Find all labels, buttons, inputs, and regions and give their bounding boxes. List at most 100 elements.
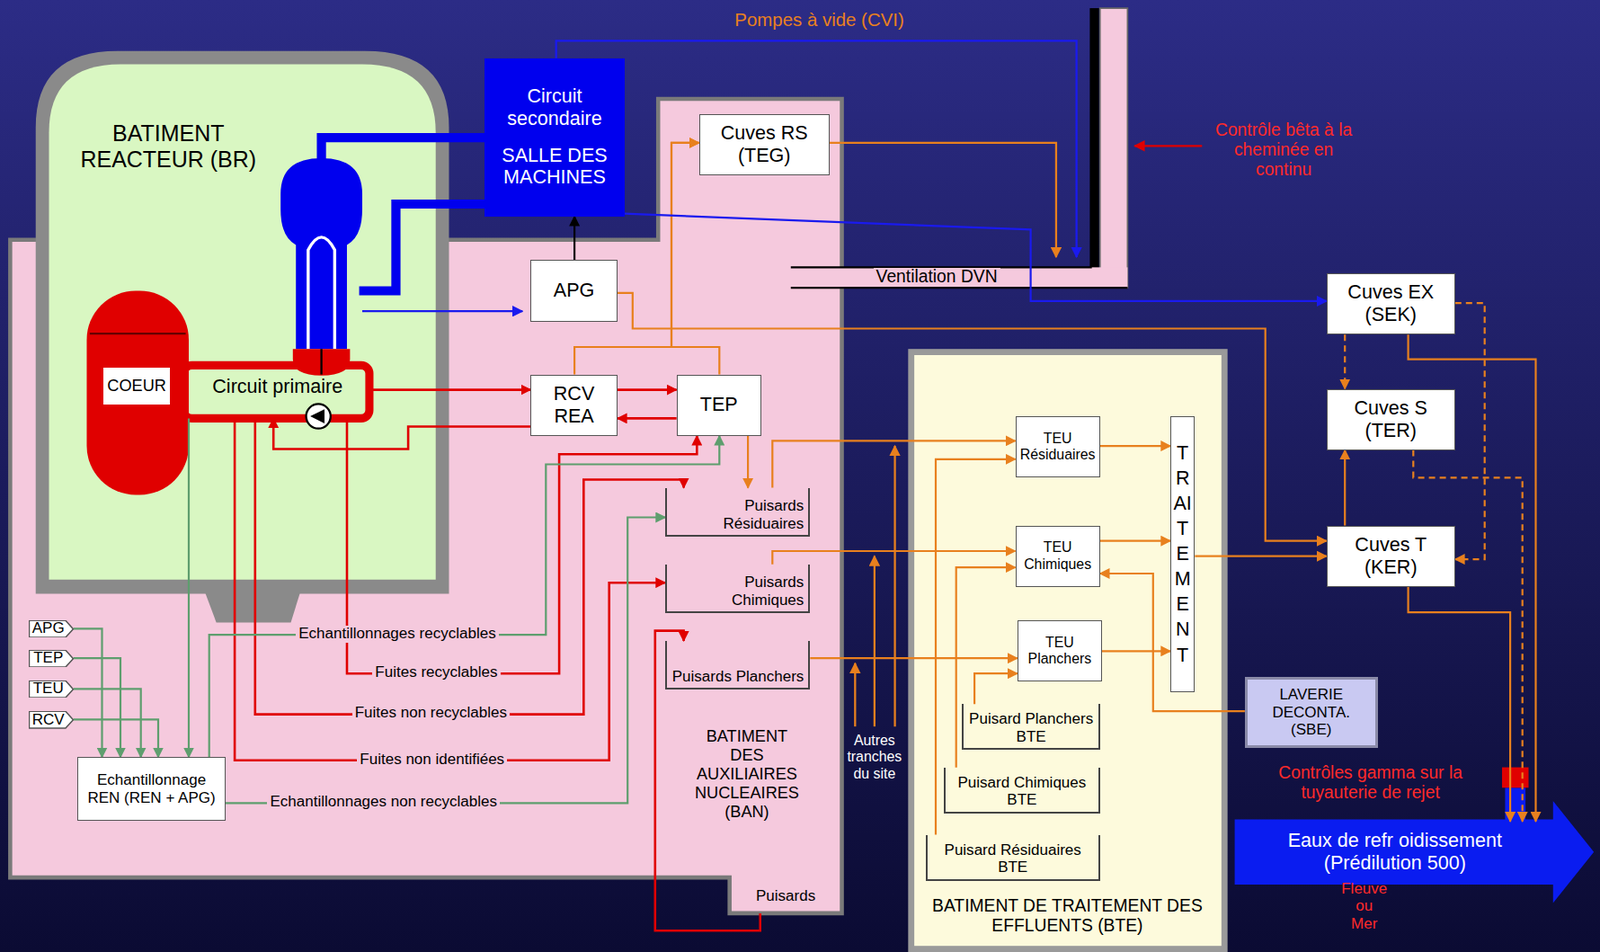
flow-connector bbox=[234, 417, 666, 760]
node-text: Cuves EX (SEK) bbox=[1332, 281, 1450, 327]
building-region: Circuit primaire bbox=[183, 364, 370, 418]
node-text: RCV bbox=[32, 711, 65, 729]
flow-connector bbox=[1455, 302, 1485, 560]
steam-generator bbox=[280, 158, 363, 349]
node-text: RCV REA bbox=[535, 382, 612, 428]
flow-connector bbox=[73, 688, 142, 757]
process-box: TEU Planchers bbox=[1017, 620, 1103, 682]
node-text: BATIMENT DE TRAITEMENT DES EFFLUENTS (BT… bbox=[919, 896, 1216, 936]
building-region: COEUR bbox=[86, 291, 189, 496]
sump-bracket: Puisard Planchers BTE bbox=[961, 703, 1100, 750]
other-units-arrow bbox=[853, 663, 856, 727]
node-text: TEU Résiduaires bbox=[1020, 430, 1096, 464]
edge-label: Echantillonnages non recyclables bbox=[266, 793, 500, 811]
primary-loop bbox=[183, 364, 370, 418]
other-units-arrow bbox=[893, 445, 896, 727]
flow-connector bbox=[209, 435, 720, 758]
gamma-monitor bbox=[1502, 767, 1529, 789]
node-text: Cuves RS (TEG) bbox=[704, 122, 825, 168]
flow-connector bbox=[1343, 334, 1346, 389]
node-text: LAVERIE DECONTA. (SBE) bbox=[1250, 685, 1373, 739]
flow-connector bbox=[225, 517, 666, 804]
node-text: TRAITEMENT bbox=[1173, 440, 1193, 667]
node-text: Cuves S (TER) bbox=[1332, 397, 1450, 443]
process-box: TEP bbox=[676, 374, 762, 436]
flow-connector bbox=[73, 628, 103, 757]
node-text: Puisards bbox=[755, 887, 816, 906]
vacuum-pump-line bbox=[556, 40, 1077, 258]
note-label: Pompes à vide (CVI) bbox=[734, 9, 904, 32]
primary-pump bbox=[306, 403, 331, 428]
flow-connector bbox=[573, 216, 576, 261]
process-box: RCV REA bbox=[530, 374, 617, 436]
node-text: Puisards Planchers bbox=[672, 667, 805, 686]
flow-connector bbox=[273, 417, 531, 449]
process-box: Cuves RS (TEG) bbox=[699, 114, 830, 176]
chimney-wall bbox=[1089, 8, 1099, 270]
node-text: TEU Planchers bbox=[1022, 634, 1097, 668]
sample-tag: RCV bbox=[28, 711, 74, 729]
node-text: Circuit primaire bbox=[212, 375, 343, 399]
edge-label: Fuites non recyclables bbox=[352, 704, 510, 722]
tag-shape bbox=[28, 711, 73, 729]
beta-monitor-arrow bbox=[1134, 144, 1202, 147]
u-tube bbox=[308, 237, 336, 349]
node-text: Puisard Résiduaires BTE bbox=[932, 841, 1094, 877]
other-units-arrow bbox=[873, 556, 876, 728]
edge-label: Echantillonnages recyclables bbox=[295, 625, 498, 643]
flow-connector bbox=[671, 142, 720, 375]
note-label: Autres tranches du site bbox=[846, 732, 902, 783]
duct-edge bbox=[791, 286, 1129, 289]
flow-connector bbox=[617, 293, 1327, 542]
flow-connector bbox=[187, 417, 190, 757]
treatment-column: TRAITEMENT bbox=[1170, 416, 1195, 693]
flow-connector bbox=[772, 551, 1015, 565]
tag-shape bbox=[28, 620, 73, 638]
node-text: TEU bbox=[33, 680, 64, 698]
flow-connector bbox=[73, 657, 121, 757]
chimney bbox=[1100, 8, 1129, 288]
flow-connector bbox=[73, 719, 159, 757]
sump-bracket: Puisard Chimiques BTE bbox=[943, 767, 1101, 814]
tag-shape bbox=[28, 649, 73, 667]
flow-connector bbox=[772, 440, 1015, 488]
laundry-box: LAVERIE DECONTA. (SBE) bbox=[1244, 676, 1378, 748]
edge-label: Fuites non identifiées bbox=[356, 751, 507, 769]
process-box: TEU Résiduaires bbox=[1015, 416, 1101, 478]
discharge-arrow: Eaux de refr oidissement (Prédilution 50… bbox=[1236, 821, 1554, 883]
flow-connector bbox=[1100, 444, 1171, 447]
vessel-lid bbox=[89, 332, 187, 335]
flow-connector bbox=[624, 213, 1327, 302]
node-text: TEP bbox=[700, 393, 738, 417]
note-label: Ventilation DVN bbox=[873, 267, 1001, 286]
sg-divider bbox=[320, 348, 322, 374]
note-label: Contrôle bêta à la cheminée en continu bbox=[1207, 120, 1360, 181]
node-text: BATIMENT REACTEUR (BR) bbox=[66, 120, 271, 172]
sump-bracket: Puisards Chimiques bbox=[665, 564, 810, 614]
process-box: Cuves EX (SEK) bbox=[1326, 273, 1456, 335]
node-text: APG bbox=[553, 279, 596, 303]
cooling-water-arrow bbox=[1235, 800, 1595, 904]
process-box: Cuves S (TER) bbox=[1326, 389, 1456, 451]
sample-tag: APG bbox=[28, 620, 74, 638]
node-text: APG bbox=[32, 620, 65, 638]
sample-tag: TEP bbox=[28, 649, 74, 667]
flow-connector bbox=[1194, 555, 1327, 558]
gas-line bbox=[829, 142, 1057, 258]
node-text: Eaux de refr oidissement (Prédilution 50… bbox=[1236, 829, 1554, 875]
flow-connector bbox=[956, 567, 1016, 768]
node-text: Cuves T (KER) bbox=[1332, 533, 1450, 579]
sg-water-box bbox=[293, 348, 351, 376]
pump-arrow bbox=[310, 408, 325, 424]
building-region: BATIMENT REACTEUR (BR) COEUR Circuit prima… bbox=[48, 62, 436, 579]
node-text: Echantillonnage REN (REN + APG) bbox=[82, 771, 221, 807]
reactor-vessel bbox=[86, 290, 189, 495]
node-text: SALLE DES MACHINES bbox=[488, 144, 622, 190]
node-text: Puisards Chimiques bbox=[671, 573, 804, 609]
steam-line bbox=[321, 137, 486, 160]
sample-tag: TEU bbox=[28, 680, 74, 698]
process-box: TEU Chimiques bbox=[1015, 525, 1101, 587]
node-text: Puisard Planchers BTE bbox=[968, 710, 1094, 746]
flow-connector bbox=[1102, 649, 1171, 652]
